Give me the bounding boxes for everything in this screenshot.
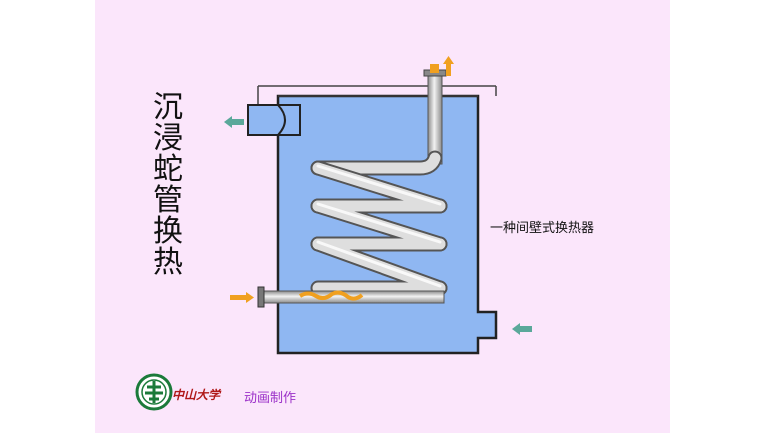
arrow-up-icon: [443, 56, 454, 76]
vertical-title: 沉浸蛇管换热: [153, 90, 183, 280]
hot-fluid-flow: [298, 290, 364, 301]
overflow-outlet-box: [247, 104, 301, 136]
arrow-left-icon: [512, 323, 532, 335]
arrow-right-icon: [230, 292, 254, 303]
university-name: 中山大学: [172, 388, 221, 402]
animation-credit: 动画制作: [244, 391, 297, 406]
university-emblem-icon: [135, 373, 173, 411]
diagram-caption: 一种间壁式换热器: [490, 221, 595, 236]
hot-outlet-marker: [430, 64, 439, 73]
overflow-weir: [277, 104, 286, 136]
helical-coil: [257, 69, 448, 308]
arrow-left-icon: [224, 116, 244, 128]
tank-top-frame: [257, 85, 497, 106]
